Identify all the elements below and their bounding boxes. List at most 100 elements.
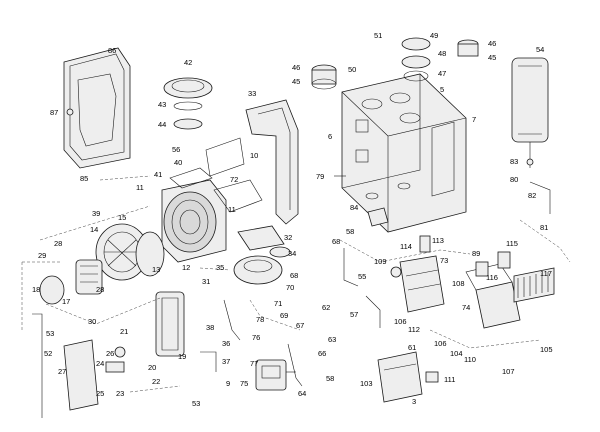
label-115: 115 bbox=[506, 239, 518, 248]
label-49: 49 bbox=[430, 31, 438, 40]
label-70: 70 bbox=[286, 283, 294, 292]
label-7: 7 bbox=[472, 115, 476, 124]
main-casing bbox=[341, 73, 467, 233]
label-46a: 46 bbox=[292, 63, 300, 72]
dashed-leaders bbox=[21, 175, 571, 393]
label-42: 42 bbox=[184, 58, 192, 67]
label-28b: 28 bbox=[96, 285, 104, 294]
label-29: 29 bbox=[38, 251, 46, 260]
label-40: 40 bbox=[174, 158, 182, 167]
flue-pipe bbox=[245, 99, 299, 225]
label-45b: 45 bbox=[488, 53, 496, 62]
label-31: 31 bbox=[202, 277, 210, 286]
label-5: 5 bbox=[440, 85, 444, 94]
label-55: 55 bbox=[358, 272, 366, 281]
label-50: 50 bbox=[348, 65, 356, 74]
part-number-labels: 86 87 85 42 43 44 56 40 41 72 10 33 11 3… bbox=[32, 31, 553, 408]
label-112: 112 bbox=[408, 325, 420, 334]
label-104: 104 bbox=[450, 349, 463, 358]
label-24: 24 bbox=[96, 359, 104, 368]
label-110: 110 bbox=[464, 355, 476, 364]
label-82: 82 bbox=[528, 191, 536, 200]
label-19: 19 bbox=[178, 352, 186, 361]
label-75: 75 bbox=[240, 379, 248, 388]
label-22: 22 bbox=[152, 377, 160, 386]
burner-ring-group bbox=[163, 77, 213, 130]
label-11a: 11 bbox=[136, 183, 144, 192]
label-71: 71 bbox=[274, 299, 282, 308]
expansion-vessel bbox=[511, 57, 551, 214]
label-114: 114 bbox=[400, 242, 412, 251]
label-43: 43 bbox=[158, 100, 166, 109]
label-58a: 58 bbox=[346, 227, 354, 236]
label-23: 23 bbox=[116, 389, 124, 398]
label-53a: 53 bbox=[46, 329, 54, 338]
label-9: 9 bbox=[226, 379, 230, 388]
label-54: 54 bbox=[536, 45, 544, 54]
label-116: 116 bbox=[486, 273, 498, 282]
label-80: 80 bbox=[510, 175, 518, 184]
label-89: 89 bbox=[472, 249, 480, 258]
burner-fan bbox=[39, 223, 165, 305]
label-21: 21 bbox=[120, 327, 128, 336]
label-46b: 46 bbox=[488, 39, 496, 48]
label-25: 25 bbox=[96, 389, 104, 398]
label-35: 35 bbox=[216, 263, 224, 272]
label-111: 111 bbox=[444, 375, 455, 384]
front-cover-panel bbox=[63, 47, 131, 169]
label-61: 61 bbox=[408, 343, 416, 352]
label-28a: 28 bbox=[54, 239, 62, 248]
label-57: 57 bbox=[350, 310, 358, 319]
label-107: 107 bbox=[502, 367, 515, 376]
label-14: 14 bbox=[90, 225, 98, 234]
label-74: 74 bbox=[462, 303, 470, 312]
siphon-assembly bbox=[233, 225, 291, 285]
label-113: 113 bbox=[432, 236, 444, 245]
label-45a: 45 bbox=[292, 77, 300, 86]
connecting-pipes bbox=[32, 248, 381, 418]
label-33: 33 bbox=[248, 89, 256, 98]
label-106b: 106 bbox=[434, 339, 447, 348]
label-51: 51 bbox=[374, 31, 382, 40]
label-6: 6 bbox=[328, 132, 332, 141]
label-27: 27 bbox=[58, 367, 66, 376]
label-30: 30 bbox=[88, 317, 96, 326]
label-20: 20 bbox=[148, 363, 156, 372]
label-34: 34 bbox=[288, 249, 296, 258]
gas-valve bbox=[255, 359, 296, 391]
heat-exchanger bbox=[161, 137, 263, 263]
label-103: 103 bbox=[360, 379, 373, 388]
label-48: 48 bbox=[438, 49, 446, 58]
label-69: 69 bbox=[280, 311, 288, 320]
label-41: 41 bbox=[154, 170, 162, 179]
plate-heat-exchanger bbox=[513, 267, 555, 303]
label-10: 10 bbox=[250, 151, 258, 160]
label-64: 64 bbox=[298, 389, 306, 398]
hydraulic-group-right bbox=[465, 251, 521, 329]
label-79: 79 bbox=[316, 172, 324, 181]
hydraulic-group-left bbox=[390, 235, 445, 313]
flue-adapters bbox=[311, 37, 479, 90]
label-106a: 106 bbox=[394, 317, 407, 326]
label-67: 67 bbox=[296, 321, 304, 330]
label-81: 81 bbox=[540, 223, 548, 232]
control-box bbox=[377, 351, 439, 403]
label-83: 83 bbox=[510, 157, 518, 166]
label-3: 3 bbox=[412, 397, 416, 406]
label-15: 15 bbox=[118, 213, 126, 222]
label-68a: 68 bbox=[332, 237, 340, 246]
label-73: 73 bbox=[440, 256, 448, 265]
label-12: 12 bbox=[182, 263, 190, 272]
label-11b: 11 bbox=[228, 205, 236, 214]
label-109: 109 bbox=[374, 257, 387, 266]
label-37: 37 bbox=[222, 357, 230, 366]
label-62: 62 bbox=[322, 303, 330, 312]
label-76: 76 bbox=[252, 333, 260, 342]
label-87: 87 bbox=[50, 108, 58, 117]
label-63: 63 bbox=[328, 335, 336, 344]
lower-cover-assembly bbox=[63, 291, 185, 411]
label-53b: 53 bbox=[192, 399, 200, 408]
label-39: 39 bbox=[92, 209, 100, 218]
label-77: 77 bbox=[250, 359, 258, 368]
